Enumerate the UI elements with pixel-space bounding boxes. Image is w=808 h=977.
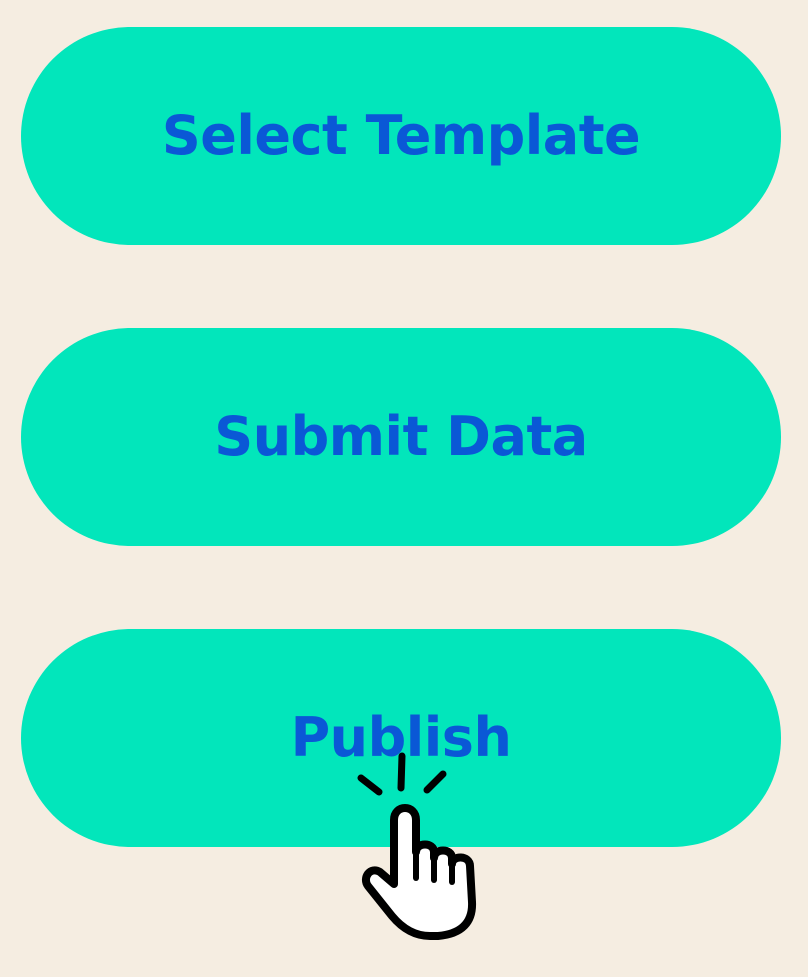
select-template-button[interactable]: Select Template bbox=[21, 27, 781, 245]
select-template-label: Select Template bbox=[161, 104, 641, 167]
publish-label: Publish bbox=[290, 706, 512, 769]
submit-data-button[interactable]: Submit Data bbox=[21, 328, 781, 546]
publish-button[interactable]: Publish bbox=[21, 629, 781, 847]
submit-data-label: Submit Data bbox=[214, 405, 588, 468]
